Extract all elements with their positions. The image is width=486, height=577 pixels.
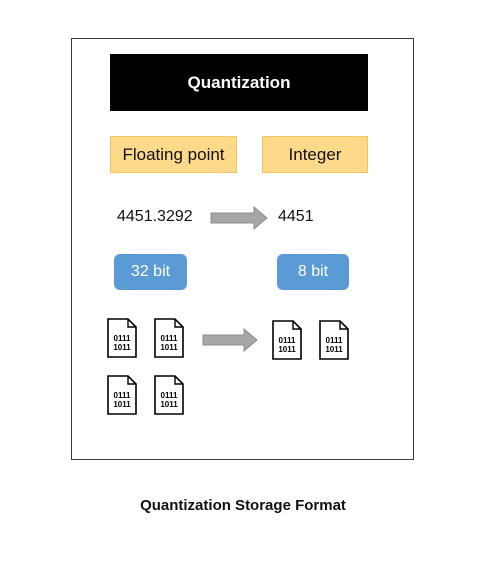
svg-text:0111: 0111: [114, 334, 131, 343]
source-type-label: Floating point: [110, 136, 237, 173]
svg-text:0111: 0111: [161, 391, 178, 400]
source-bit-width: 32 bit: [114, 254, 187, 290]
target-value: 4451: [278, 208, 314, 225]
binary-file-icon: 0111 1011: [154, 318, 184, 358]
binary-file-icon: 0111 1011: [107, 375, 137, 415]
source-value: 4451.3292: [117, 208, 193, 225]
binary-file-icon: 0111 1011: [319, 320, 349, 360]
svg-text:1011: 1011: [160, 343, 178, 352]
svg-text:1011: 1011: [278, 345, 296, 354]
diagram-title: Quantization: [110, 54, 368, 111]
svg-text:1011: 1011: [325, 345, 343, 354]
svg-text:1011: 1011: [113, 400, 131, 409]
binary-file-icon: 0111 1011: [272, 320, 302, 360]
target-type-label: Integer: [262, 136, 368, 173]
storage-arrow-icon: [202, 328, 258, 352]
binary-file-icon: 0111 1011: [154, 375, 184, 415]
target-bit-width: 8 bit: [277, 254, 349, 290]
svg-text:0111: 0111: [114, 391, 131, 400]
value-arrow-icon: [210, 206, 268, 230]
svg-text:0111: 0111: [279, 336, 296, 345]
svg-text:0111: 0111: [161, 334, 178, 343]
binary-file-icon: 0111 1011: [107, 318, 137, 358]
svg-text:1011: 1011: [160, 400, 178, 409]
svg-text:0111: 0111: [326, 336, 343, 345]
svg-text:1011: 1011: [113, 343, 131, 352]
figure-caption: Quantization Storage Format: [140, 497, 346, 514]
